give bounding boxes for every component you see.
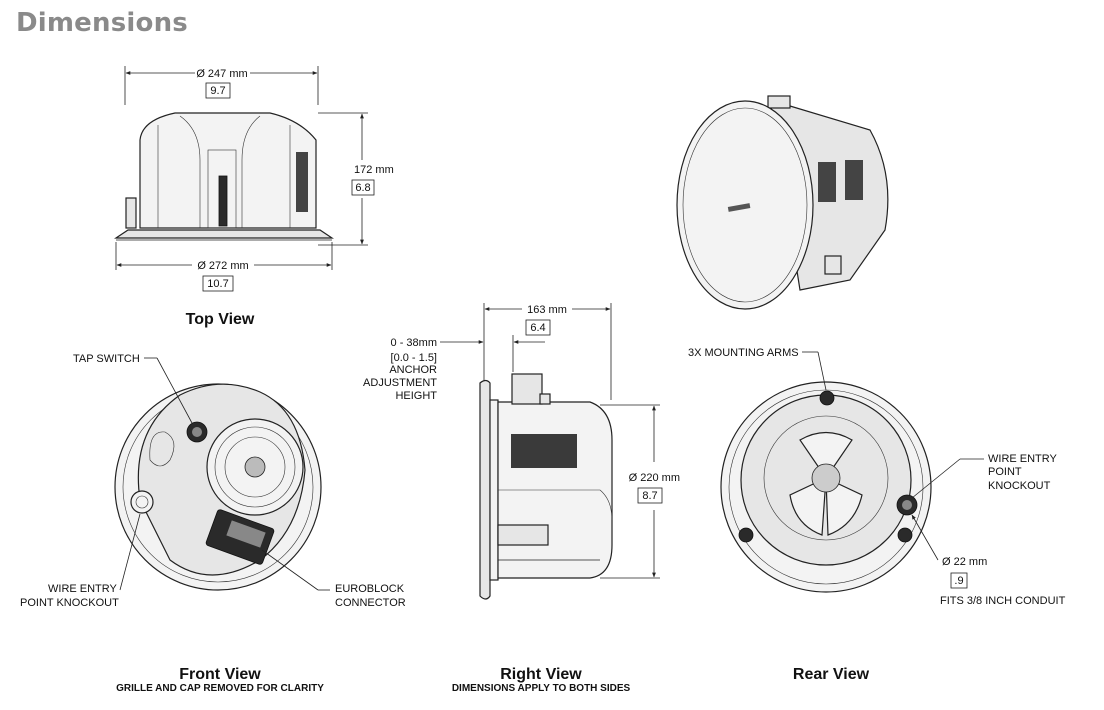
label-sticker xyxy=(296,152,308,212)
front-view-subtitle: GRILLE AND CAP REMOVED FOR CLARITY xyxy=(116,683,324,694)
mounting-arms-label: 3X MOUNTING ARMS xyxy=(688,347,799,359)
top-width-top-in: 9.7 xyxy=(210,85,225,97)
rear-view: 3X MOUNTING ARMS WIRE ENTRY POINT KNOCKO… xyxy=(688,347,1066,683)
top-width-bottom-in: 10.7 xyxy=(207,278,228,290)
anchor-label-1: ANCHOR xyxy=(389,364,437,376)
conduit-diameter-in: .9 xyxy=(954,575,963,587)
bose-logo xyxy=(727,203,751,212)
front-wire-entry-label-2: POINT KNOCKOUT xyxy=(20,597,119,609)
euroblock-label-2: CONNECTOR xyxy=(335,597,406,609)
right-view-title: Right View xyxy=(500,666,582,683)
anchor-range-mm: 0 - 38mm xyxy=(391,337,437,349)
conduit-diameter-mm: Ø 22 mm xyxy=(942,556,987,568)
right-depth-mm: 163 mm xyxy=(527,304,567,316)
page-title: Dimensions xyxy=(16,8,188,38)
front-view-title: Front View xyxy=(179,666,261,683)
top-view: Ø 247 mm 9.7 172 mm 6.8 Ø 272 mm 10.7 To… xyxy=(114,66,394,328)
right-diameter-mm: Ø 220 mm xyxy=(629,472,680,484)
anchor-label-3: HEIGHT xyxy=(395,390,437,402)
anchor-range-in: [0.0 - 1.5] xyxy=(391,352,437,364)
top-width-top-mm: Ø 247 mm xyxy=(196,68,247,80)
front-view: TAP SWITCH WIRE ENTRY POINT KNOCKOUT EUR… xyxy=(20,353,406,694)
top-height-mm: 172 mm xyxy=(354,164,394,176)
front-wire-entry-label-1: WIRE ENTRY xyxy=(48,583,118,595)
top-height-in: 6.8 xyxy=(355,182,370,194)
euroblock-label-1: EUROBLOCK xyxy=(335,583,405,595)
right-diameter-in: 8.7 xyxy=(642,490,657,502)
right-label-sticker xyxy=(511,434,577,468)
right-view: 163 mm 6.4 0 - 38mm [0.0 - 1.5] ANCHOR A… xyxy=(363,303,680,694)
rear-wire-entry-label-1: WIRE ENTRY xyxy=(988,453,1058,465)
rear-wire-entry-label-3: KNOCKOUT xyxy=(988,480,1051,492)
top-view-title: Top View xyxy=(186,311,255,328)
anchor-label-2: ADJUSTMENT xyxy=(363,377,437,389)
conduit-note: FITS 3/8 INCH CONDUIT xyxy=(940,595,1066,607)
rear-wire-entry-label-2: POINT xyxy=(988,466,1022,478)
tap-switch-label: TAP SWITCH xyxy=(73,353,140,365)
rear-view-title: Rear View xyxy=(793,666,870,683)
isometric-view xyxy=(676,95,889,310)
right-depth-in: 6.4 xyxy=(530,322,545,334)
right-view-subtitle: DIMENSIONS APPLY TO BOTH SIDES xyxy=(452,683,631,694)
top-width-bottom-mm: Ø 272 mm xyxy=(197,260,248,272)
